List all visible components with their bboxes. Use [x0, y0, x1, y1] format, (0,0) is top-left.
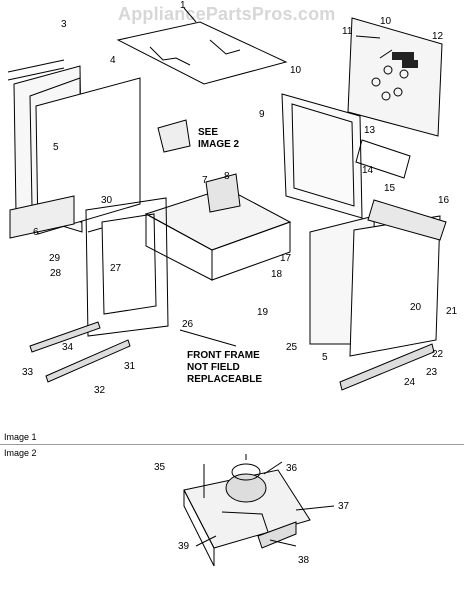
rear-side-frame [281, 93, 363, 219]
callout-10-rear: 10 [380, 16, 392, 27]
front-frame-note-line3: REPLACEABLE [187, 374, 263, 385]
left-rail [29, 321, 101, 353]
callout-24: 24 [404, 377, 416, 388]
callout-35: 35 [154, 462, 166, 473]
callout-1: 1 [180, 0, 186, 11]
callout-10-top: 10 [290, 65, 302, 76]
callout-15: 15 [384, 183, 396, 194]
callout-20: 20 [410, 302, 422, 313]
callout-14: 14 [362, 165, 374, 176]
rear-panel [347, 17, 443, 137]
section-divider [0, 444, 464, 445]
callout-12: 12 [432, 31, 444, 42]
callout-7: 7 [202, 175, 208, 186]
callout-9: 9 [259, 109, 265, 120]
callout-26: 26 [182, 319, 194, 330]
callout-17: 17 [280, 253, 292, 264]
callout-8: 8 [224, 171, 230, 182]
callout-31: 31 [124, 361, 136, 372]
callout-38: 38 [298, 555, 310, 566]
callout-29: 29 [49, 253, 61, 264]
callout-21: 21 [446, 306, 458, 317]
callout-27: 27 [110, 263, 122, 274]
callout-19: 19 [257, 307, 269, 318]
callout-3: 3 [61, 19, 67, 30]
callout-23: 23 [426, 367, 438, 378]
watermark: AppliancePartsPros.com [118, 4, 336, 24]
bracket-7-8 [205, 173, 241, 213]
callout-30: 30 [101, 195, 113, 206]
motor-assembly [225, 473, 267, 503]
callout-25: 25 [286, 342, 298, 353]
see-image2-note-line2: IMAGE 2 [198, 139, 240, 150]
front-frame-note-line1: FRONT FRAME [187, 350, 260, 361]
callout-33: 33 [22, 367, 34, 378]
callout-22: 22 [432, 349, 444, 360]
callout-5: 5 [53, 142, 59, 153]
see-image2-note-line1: SEE [198, 127, 219, 138]
callout-16: 16 [438, 195, 450, 206]
callout-5-right: 5 [322, 352, 328, 363]
callout-37: 37 [338, 501, 350, 512]
callout-28: 28 [50, 268, 62, 279]
top-cover-panel [116, 21, 288, 85]
callout-34: 34 [62, 342, 74, 353]
callout-13: 13 [364, 125, 376, 136]
image1-label: Image 1 [4, 432, 37, 442]
front-frame [85, 197, 169, 337]
callout-36: 36 [286, 463, 298, 474]
left-side-insulation [35, 77, 141, 235]
front-frame-note-line2: NOT FIELD [187, 362, 240, 373]
image2-label: Image 2 [4, 448, 37, 458]
callout-11: 11 [342, 26, 353, 37]
right-rail [339, 343, 435, 391]
callout-6: 6 [33, 227, 39, 238]
callout-39: 39 [178, 541, 190, 552]
callout-4: 4 [110, 55, 116, 66]
callout-18: 18 [271, 269, 283, 280]
callout-32: 32 [94, 385, 106, 396]
